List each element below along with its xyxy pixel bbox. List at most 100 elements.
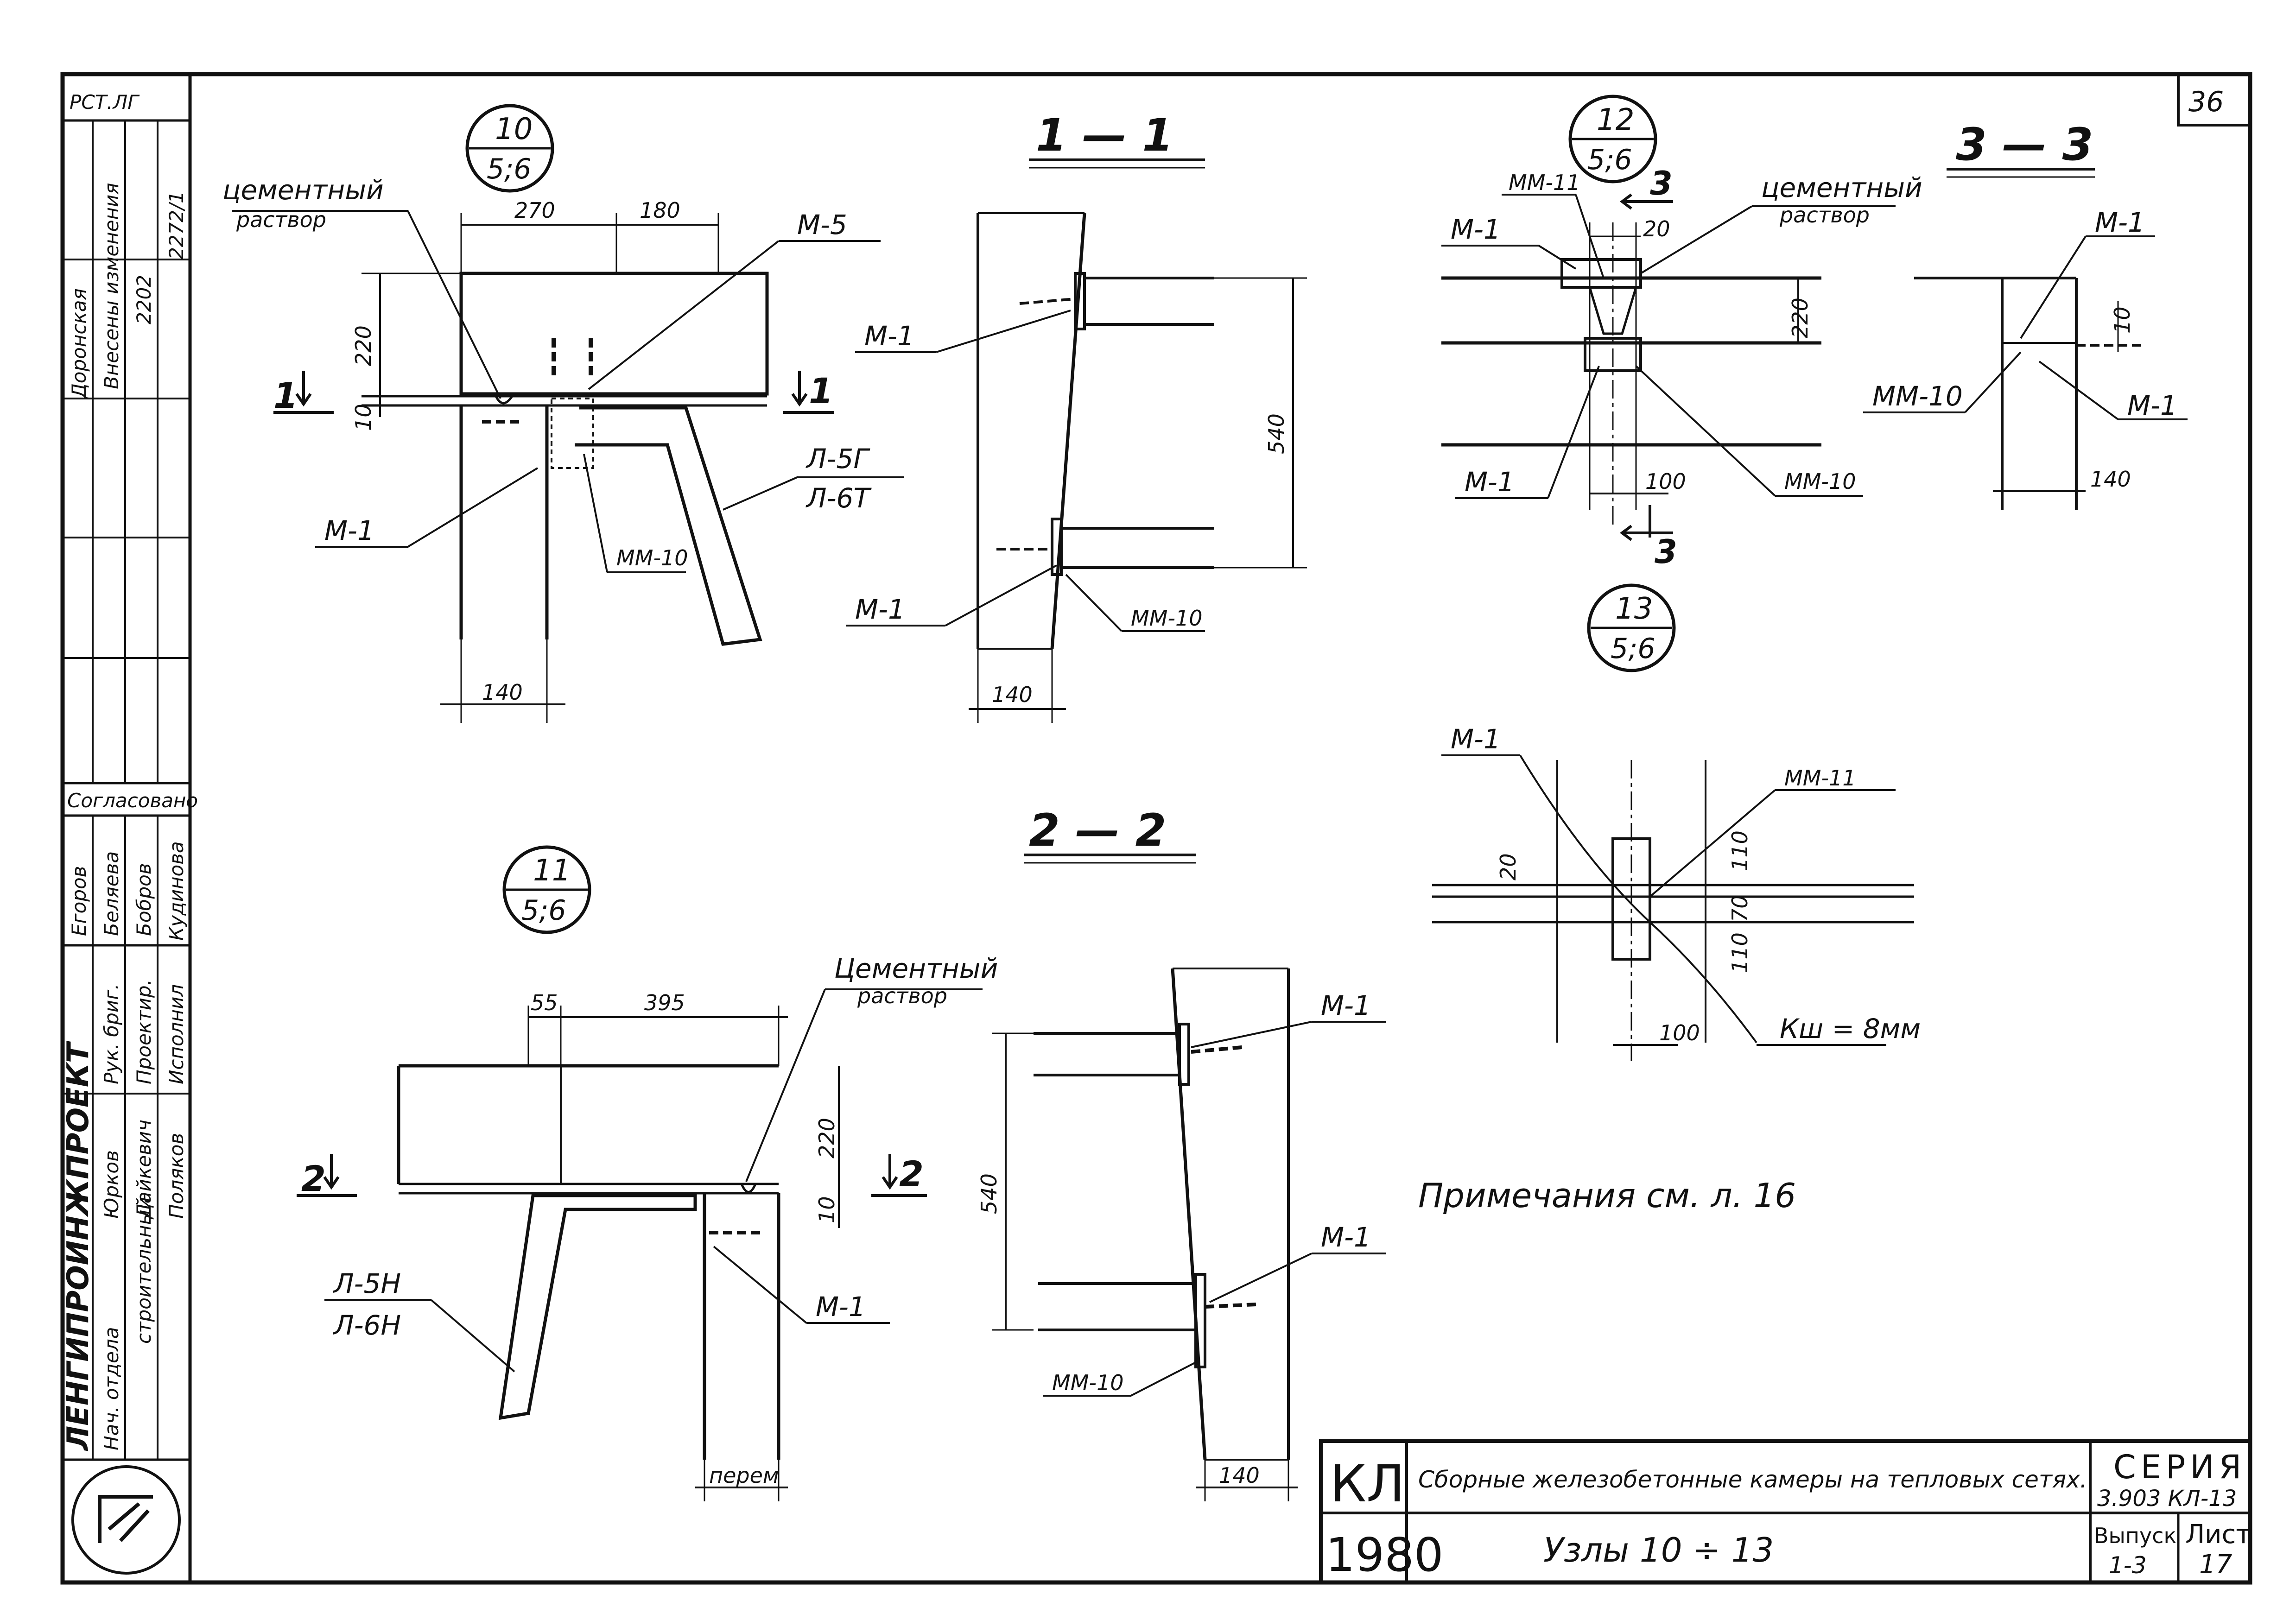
role-3: Исполнил bbox=[165, 984, 188, 1084]
node-12-detail: 12 5;6 3 3 20 220 100 ММ-11 М-1 цементны… bbox=[1441, 95, 1922, 571]
issue-value: 1-3 bbox=[2109, 1552, 2147, 1579]
agreed-name-1: Егоров bbox=[68, 866, 90, 936]
agreed-name-3: Бобров bbox=[133, 863, 155, 936]
label-mm10-sec33: ММ-10 bbox=[1872, 380, 1963, 412]
label-l5g: Л-5Г bbox=[806, 443, 870, 475]
dim-100-a: 100 bbox=[1645, 469, 1686, 494]
role-name-2: Дайкевич bbox=[133, 1120, 155, 1220]
org-emblem bbox=[71, 1465, 181, 1575]
label-m1-node12-top: М-1 bbox=[1451, 214, 1501, 245]
dim-140-b: 140 bbox=[992, 682, 1033, 707]
dim-140-c: 140 bbox=[2090, 467, 2131, 492]
dim-20-a: 20 bbox=[1643, 216, 1670, 241]
left-strip: РСТ.ЛГ Внесены изменения Доронская 2202 … bbox=[61, 73, 198, 1575]
section-mark-3-bot: 3 bbox=[1655, 533, 1677, 571]
section-mark-2-left: 2 bbox=[301, 1158, 326, 1199]
agreed-name-4: Кудинова bbox=[165, 841, 188, 941]
node-10-detail: 10 5;6 270 180 220 10 140 1 bbox=[222, 104, 904, 723]
title-sub: Узлы 10 ÷ 13 bbox=[1543, 1531, 1774, 1569]
dim-270: 270 bbox=[514, 198, 555, 223]
issue-label: Выпуск bbox=[2094, 1523, 2176, 1548]
node-11-sheets: 5;6 bbox=[521, 894, 566, 927]
dim-140-a: 140 bbox=[482, 680, 523, 705]
node-12-callout bbox=[1568, 95, 1657, 184]
dim-395: 395 bbox=[644, 990, 685, 1015]
dim-perem: перем bbox=[709, 1463, 779, 1488]
label-m1-sec11-bot: М-1 bbox=[855, 594, 905, 625]
dim-220-a: 220 bbox=[351, 325, 376, 366]
label-mm10-node10: ММ-10 bbox=[616, 545, 688, 570]
section-2-2: 2 — 2 540 140 М-1 М-1 ММ-10 bbox=[977, 804, 1386, 1501]
role-name-4: строительный bbox=[133, 1197, 155, 1344]
role-1: Рук. бриг. bbox=[100, 983, 123, 1084]
dim-20-b: 20 bbox=[1496, 853, 1521, 880]
label-m1-sec22-top: М-1 bbox=[1321, 990, 1371, 1021]
dim-100-b: 100 bbox=[1659, 1020, 1700, 1045]
label-kw: Кш = 8мм bbox=[1780, 1013, 1921, 1044]
sheet-label: Лист bbox=[2185, 1519, 2251, 1550]
section-mark-1-right: 1 bbox=[809, 370, 833, 411]
title-code: КЛ bbox=[1330, 1454, 1405, 1513]
node-13-detail: 13 5;6 20 110 70 110 100 М-1 ММ-11 Кш = … bbox=[1432, 583, 1921, 1061]
label-l6t: Л-6Т bbox=[806, 482, 872, 514]
label-m1-sec33-bot: М-1 bbox=[2127, 390, 2177, 421]
org-emblem-mark bbox=[98, 1495, 153, 1543]
label-mm10-sec22: ММ-10 bbox=[1052, 1370, 1124, 1395]
dim-70: 70 bbox=[1727, 895, 1752, 922]
label-mm10-node12: ММ-10 bbox=[1784, 469, 1856, 494]
dim-220-b: 220 bbox=[1788, 297, 1813, 338]
changes-header: Внесены изменения bbox=[100, 183, 123, 390]
label-m1-node11: М-1 bbox=[816, 1291, 866, 1323]
section-1-1-title: 1 — 1 bbox=[1036, 109, 1173, 161]
section-2-2-title: 2 — 2 bbox=[1029, 804, 1166, 856]
node-13-sheets: 5;6 bbox=[1611, 633, 1655, 665]
label-m1-sec22-bot: М-1 bbox=[1321, 1221, 1371, 1253]
label-m5: М-5 bbox=[797, 209, 847, 240]
title-main: Сборные железобетонные камеры на тепловы… bbox=[1418, 1466, 2087, 1493]
section-3-3: 3 — 3 10 140 М-1 ММ-10 М-1 bbox=[1863, 119, 2188, 510]
dim-140-d: 140 bbox=[1219, 1463, 1260, 1488]
section-mark-1-left: 1 bbox=[273, 375, 298, 416]
label-m1-sec33-top: М-1 bbox=[2095, 207, 2145, 238]
dim-10-c: 10 bbox=[814, 1196, 839, 1223]
dim-110-b: 110 bbox=[1727, 932, 1752, 973]
label-l6n: Л-6Н bbox=[333, 1310, 401, 1341]
dim-10-b: 10 bbox=[2110, 306, 2135, 334]
label-m1-node12-bot: М-1 bbox=[1465, 466, 1515, 498]
cement-label-11a: Цементный bbox=[834, 953, 998, 984]
role-name-1: Юрков bbox=[100, 1150, 123, 1219]
cement-label-10a: цементный bbox=[222, 174, 384, 206]
node-13-callout bbox=[1587, 583, 1676, 672]
sheet-value: 17 bbox=[2199, 1550, 2233, 1580]
agreed-name-2: Беляева bbox=[100, 851, 123, 936]
node-11-num: 11 bbox=[533, 854, 571, 888]
node-12-num: 12 bbox=[1597, 103, 1634, 137]
section-mark-2-right: 2 bbox=[899, 1153, 924, 1195]
label-mm11-node13: ММ-11 bbox=[1784, 766, 1856, 791]
dim-10-a: 10 bbox=[351, 404, 376, 431]
stamp-top: РСТ.ЛГ bbox=[70, 91, 140, 114]
label-m1-node13: М-1 bbox=[1451, 723, 1501, 755]
sheet-corner-number: 36 bbox=[2188, 86, 2224, 118]
dim-55: 55 bbox=[531, 990, 558, 1015]
dim-110-a: 110 bbox=[1727, 830, 1752, 871]
role-name-3: Поляков bbox=[165, 1133, 188, 1219]
label-mm11-node12: ММ-11 bbox=[1509, 170, 1580, 195]
section-1-1: 1 — 1 540 140 М-1 М-1 ММ-10 bbox=[846, 109, 1307, 723]
dim-180: 180 bbox=[640, 198, 680, 223]
org-name: ЛЕНГИПРОИНЖПРОЕКТ bbox=[61, 1041, 95, 1451]
node-10-callout bbox=[465, 104, 554, 193]
node-13-num: 13 bbox=[1615, 592, 1653, 626]
section-3-3-title: 3 — 3 bbox=[1956, 119, 2093, 171]
node-10-sheets: 5;6 bbox=[487, 153, 532, 185]
label-m1-sec11-top: М-1 bbox=[864, 320, 914, 352]
title-block: КЛ 1980 Сборные железобетонные камеры на… bbox=[1319, 1439, 2252, 1584]
node-11-detail: 11 5;6 55 395 220 10 перем 2 2 bbox=[297, 845, 998, 1501]
dim-540-a: 540 bbox=[1264, 413, 1289, 454]
node-11-callout bbox=[502, 845, 591, 934]
node-10-num: 10 bbox=[495, 112, 533, 146]
title-year: 1980 bbox=[1326, 1528, 1444, 1582]
role-7: Нач. отдела bbox=[100, 1327, 123, 1450]
changes-row-3: 2272/1 bbox=[165, 191, 188, 259]
note-text: Примечания см. л. 16 bbox=[1418, 1176, 1796, 1215]
